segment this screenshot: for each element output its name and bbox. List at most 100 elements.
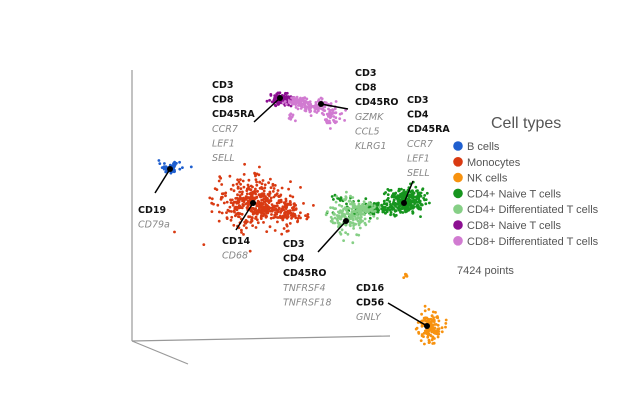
legend-item[interactable]: CD8+ Differentiated T cells [453, 236, 599, 248]
data-point [249, 191, 253, 195]
marker-label: CD3 [212, 80, 233, 91]
data-point [231, 183, 235, 187]
data-point [224, 194, 227, 198]
data-point [294, 207, 298, 211]
data-point [444, 325, 447, 329]
data-point [376, 203, 379, 206]
data-point [257, 173, 261, 177]
leader-line [317, 220, 347, 253]
leader-line [154, 168, 171, 194]
data-point [296, 107, 300, 111]
data-point [343, 119, 346, 122]
data-point [284, 214, 287, 217]
data-point [282, 94, 286, 98]
data-point [158, 162, 162, 166]
legend-item[interactable]: B cells [453, 141, 500, 153]
data-point [239, 205, 242, 208]
data-point [268, 190, 272, 194]
data-point [229, 218, 233, 222]
data-point [282, 201, 286, 205]
legend-item[interactable]: NK cells [453, 173, 508, 185]
legend-item[interactable]: CD8+ Naive T cells [453, 220, 562, 232]
data-point [218, 175, 222, 179]
data-point [358, 226, 362, 230]
data-point [396, 195, 400, 199]
data-point [402, 188, 406, 192]
data-point [401, 211, 405, 214]
data-point [271, 190, 275, 193]
data-point [246, 199, 250, 203]
data-point [216, 203, 220, 207]
data-point [411, 189, 414, 193]
data-point [254, 187, 257, 191]
data-point [411, 211, 415, 214]
leader-dot [250, 200, 256, 206]
data-point [423, 318, 427, 322]
data-point [386, 193, 390, 197]
gene-label: CD79a [138, 220, 170, 231]
data-point [415, 326, 419, 330]
data-point [425, 191, 429, 195]
legend-label: Monocytes [467, 157, 521, 169]
data-point [263, 200, 267, 204]
data-point [429, 322, 433, 326]
data-point [423, 304, 427, 308]
data-point [351, 204, 355, 208]
data-point [241, 190, 244, 194]
data-point [355, 233, 359, 237]
data-point [299, 186, 302, 189]
marker-label: CD14 [222, 236, 250, 247]
data-point [220, 211, 224, 215]
data-point [233, 206, 237, 209]
legend-item[interactable]: Monocytes [453, 157, 521, 169]
data-point [217, 179, 221, 183]
data-point [432, 341, 436, 345]
data-point [377, 208, 380, 212]
data-point [436, 316, 440, 320]
legend-item[interactable]: CD4+ Differentiated T cells [453, 204, 599, 216]
marker-label: CD8 [355, 83, 377, 94]
data-point [440, 330, 444, 334]
data-point [290, 214, 293, 217]
data-point [245, 226, 248, 230]
data-point [272, 216, 275, 220]
data-point [273, 229, 277, 232]
data-point [429, 317, 433, 321]
data-point [335, 195, 339, 198]
data-point [293, 102, 296, 105]
data-point [357, 199, 360, 203]
data-point [324, 213, 328, 217]
data-point [265, 215, 268, 218]
data-point [237, 215, 240, 219]
data-point [285, 95, 288, 98]
gene-label: GNLY [356, 312, 382, 323]
data-point [260, 204, 263, 208]
data-point [284, 197, 288, 201]
data-point [317, 106, 320, 110]
legend-item[interactable]: CD4+ Naive T cells [453, 188, 562, 200]
data-point [256, 221, 260, 225]
gene-label: TNFRSF18 [283, 297, 332, 308]
data-point [245, 196, 249, 200]
gene-label: LEF1 [407, 153, 430, 164]
data-point [269, 206, 272, 210]
marker-label: CD3 [407, 95, 428, 106]
data-point [420, 333, 424, 336]
gene-label: GZMK [355, 112, 384, 123]
data-point [272, 187, 276, 190]
data-point [437, 332, 441, 336]
data-point [359, 219, 363, 222]
data-point [361, 203, 364, 206]
data-point [277, 102, 280, 106]
data-point [232, 189, 236, 193]
x-axis-line [131, 335, 391, 342]
data-point [427, 308, 431, 311]
data-point [360, 213, 364, 216]
data-point [332, 198, 335, 201]
data-point [344, 196, 348, 200]
leader-dot [167, 166, 173, 172]
data-point [255, 183, 259, 187]
data-point [288, 97, 291, 100]
data-point [181, 166, 184, 170]
